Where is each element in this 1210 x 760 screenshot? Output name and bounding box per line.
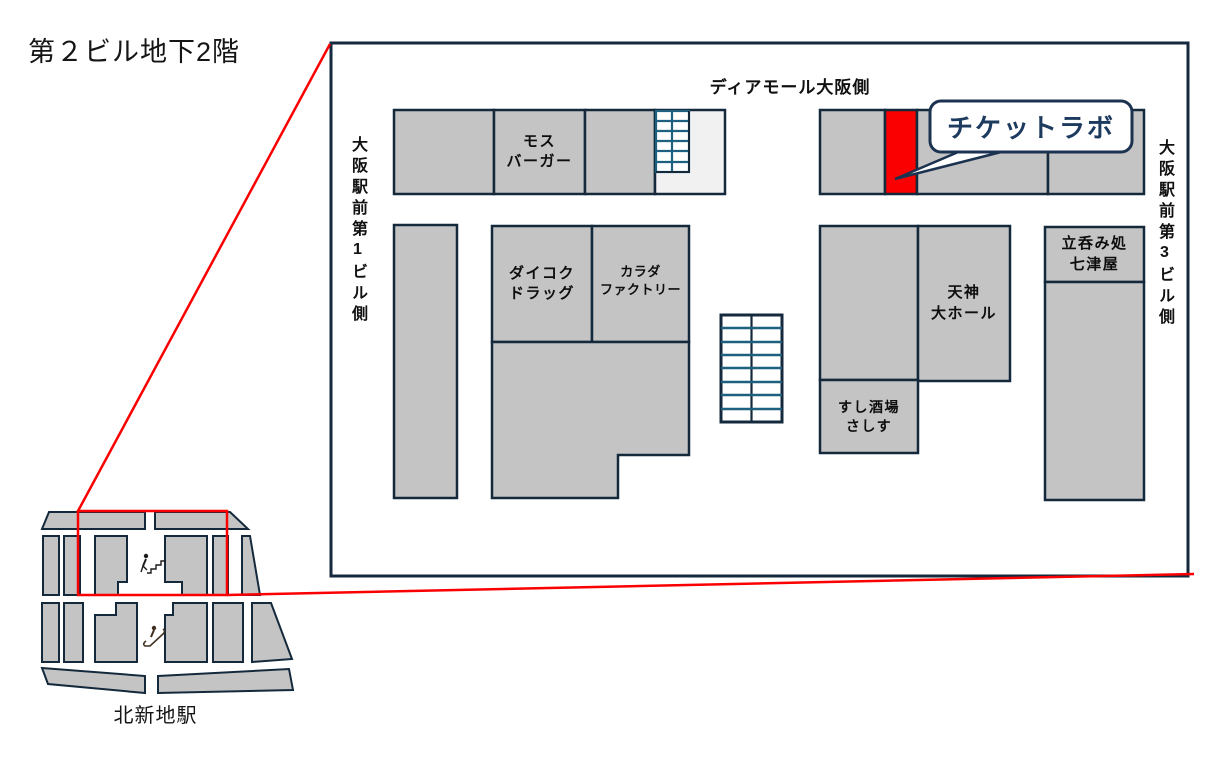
block-ticket-lab-highlight: [883, 108, 919, 196]
overview-block: [241, 535, 262, 596]
label-sushi-sashisu: すし酒場 さしす: [838, 398, 900, 434]
overview-red-rect: [76, 509, 229, 597]
block-unlabeled: [818, 224, 920, 382]
block-unlabeled: [392, 108, 496, 196]
block-unlabeled: [1043, 280, 1146, 502]
escalator-icon: [142, 625, 166, 647]
overview-block: [212, 602, 244, 663]
leader-line-bottom: [226, 572, 1195, 597]
block-unlabeled: [583, 108, 657, 196]
leader-line-top: [76, 43, 332, 512]
overview-block: [164, 535, 208, 596]
overview-block: [42, 535, 60, 596]
label-karada-factory: カラダ ファクトリー: [599, 264, 681, 297]
overview-map-shapes: [40, 511, 295, 695]
overview-block: [63, 602, 84, 663]
block-mos-burger: [492, 108, 587, 196]
label-mos-burger: モス バーガー: [506, 132, 573, 170]
edge-label-building1: 大阪駅前第1ビル側: [349, 136, 366, 326]
edge-label-building3: 大阪駅前第3ビル側: [1156, 139, 1173, 329]
overview-block: [154, 511, 251, 530]
overview-block: [40, 666, 146, 695]
label-daikoku-drug: ダイコク ドラッグ: [508, 264, 575, 302]
callout-bubble: [928, 99, 1134, 154]
block-karada-factory: [590, 224, 691, 344]
block-nanatsuya: [1043, 225, 1146, 284]
station-label: 北新地駅: [113, 705, 198, 727]
block-l-shaped: [490, 340, 691, 500]
page-title: 第２ビル地下2階: [28, 37, 241, 67]
label-nanatsuya: 立呑み処 七津屋: [1061, 235, 1128, 273]
block-sushi-sashisu: [818, 378, 920, 455]
block-unlabeled: [392, 223, 459, 500]
stairs-center-icon: [719, 313, 784, 424]
overview-block: [41, 602, 60, 663]
zoom-link-overlay: [76, 43, 1195, 597]
overview-block: [94, 535, 128, 596]
overview-block: [63, 535, 81, 596]
overview-block: [40, 511, 146, 530]
edge-label-diamor: ディアモール大阪側: [709, 78, 871, 97]
stairs-person-icon: [140, 553, 166, 574]
overview-block: [164, 602, 208, 663]
callout-label-ticket-lab: チケットラボ: [946, 113, 1115, 143]
block-tenjin-hall: [916, 224, 1012, 383]
overview-block: [251, 602, 294, 664]
block-unlabeled: [818, 108, 887, 196]
overview-block: [157, 667, 295, 695]
stairs-top-icon: [654, 109, 691, 174]
label-tenjin-hall: 天神 大ホール: [930, 284, 997, 322]
overview-block: [94, 602, 138, 663]
